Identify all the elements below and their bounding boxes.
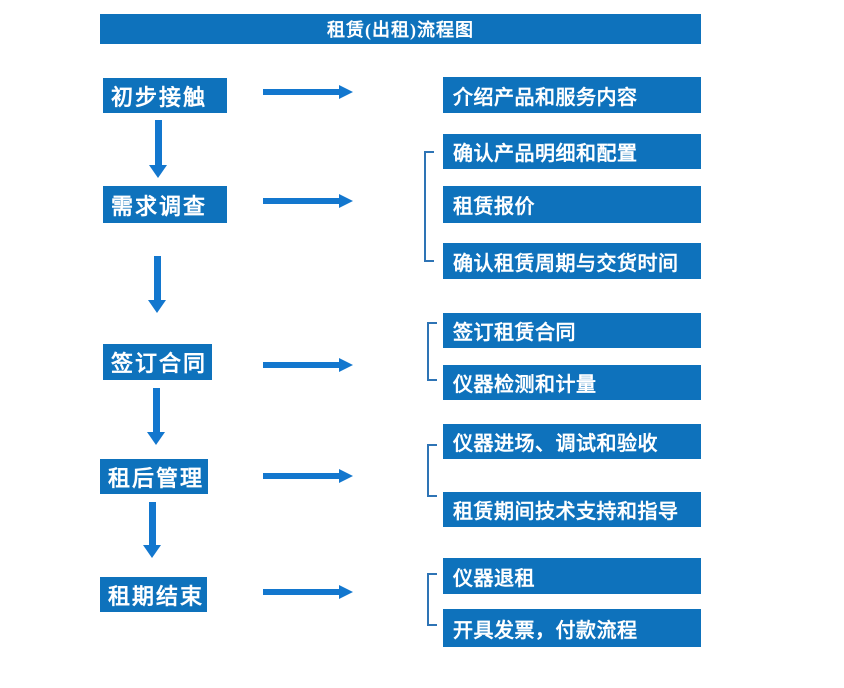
- detail-box-rental-quote: 租赁报价: [443, 186, 701, 223]
- group-bracket-rental-end: [427, 573, 437, 626]
- down-arrow-3: [147, 388, 165, 445]
- group-bracket-sign-contract: [427, 322, 437, 381]
- right-arrow-shaft: [263, 198, 339, 204]
- right-arrow-head: [339, 194, 353, 208]
- down-arrow-shaft: [154, 120, 162, 165]
- detail-box-instrument-return: 仪器退租: [443, 558, 701, 594]
- down-arrow-1: [149, 120, 167, 178]
- stage-box-sign-contract: 签订合同: [103, 344, 212, 380]
- flowchart-title: 租赁(出租)流程图: [100, 14, 701, 44]
- down-arrow-shaft: [152, 388, 160, 432]
- right-arrow-shaft: [263, 89, 339, 95]
- detail-box-instrument-inspection: 仪器检测和计量: [443, 365, 701, 400]
- down-arrow-shaft: [153, 256, 161, 300]
- down-arrow-head: [149, 165, 167, 178]
- down-arrow-4: [143, 502, 161, 558]
- detail-box-invoice-payment: 开具发票，付款流程: [443, 609, 701, 647]
- right-arrow-head: [339, 358, 353, 372]
- stage-box-initial-contact: 初步接触: [103, 78, 227, 113]
- down-arrow-head: [143, 545, 161, 558]
- right-arrow-shaft: [263, 362, 339, 368]
- stage-box-rental-end: 租期结束: [100, 577, 207, 612]
- right-arrow-2: [263, 194, 353, 208]
- down-arrow-head: [147, 432, 165, 445]
- right-arrow-5: [263, 585, 353, 599]
- right-arrow-head: [339, 85, 353, 99]
- detail-box-confirm-period-delivery: 确认租赁周期与交货时间: [443, 243, 701, 279]
- group-bracket-demand-survey: [424, 151, 434, 262]
- right-arrow-shaft: [263, 473, 339, 479]
- right-arrow-head: [339, 469, 353, 483]
- right-arrow-head: [339, 585, 353, 599]
- detail-box-tech-support: 租赁期间技术支持和指导: [443, 492, 701, 527]
- stage-box-post-rental-management: 租后管理: [100, 459, 208, 494]
- down-arrow-2: [148, 256, 166, 313]
- down-arrow-shaft: [148, 502, 156, 545]
- right-arrow-4: [263, 469, 353, 483]
- down-arrow-head: [148, 300, 166, 313]
- detail-box-instrument-setup-acceptance: 仪器进场、调试和验收: [443, 424, 701, 459]
- detail-box-introduce-products: 介绍产品和服务内容: [443, 77, 701, 113]
- right-arrow-shaft: [263, 589, 339, 595]
- group-bracket-post-rental: [427, 444, 437, 497]
- detail-box-confirm-product-config: 确认产品明细和配置: [443, 134, 701, 169]
- detail-box-sign-rental-contract: 签订租赁合同: [443, 313, 701, 348]
- right-arrow-3: [263, 358, 353, 372]
- right-arrow-1: [263, 85, 353, 99]
- stage-box-demand-survey: 需求调查: [103, 186, 227, 223]
